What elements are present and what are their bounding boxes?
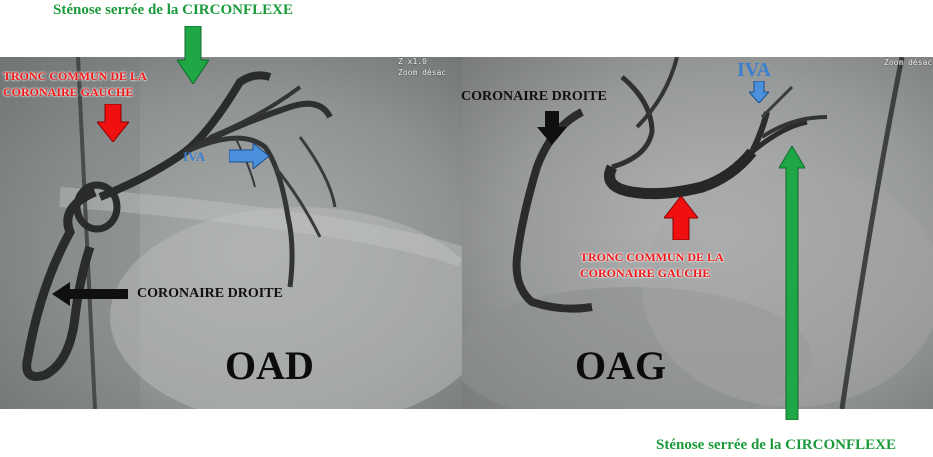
green-arrow-up-icon bbox=[779, 146, 805, 420]
view-label-oad: OAD bbox=[225, 343, 314, 388]
angiogram-oag-image bbox=[462, 57, 933, 409]
tronc-label-right-line2: CORONAIRE GAUCHE bbox=[580, 266, 711, 280]
tronc-label-left-line1: TRONC COMMUN DE LA bbox=[3, 69, 147, 83]
angiogram-oag-panel bbox=[462, 57, 933, 409]
coronaire-droite-label-right: CORONAIRE DROITE bbox=[461, 89, 607, 104]
black-arrow-left-icon bbox=[52, 282, 128, 306]
coronaire-droite-label-left: CORONAIRE DROITE bbox=[137, 286, 283, 301]
tronc-label-left-line2: CORONAIRE GAUCHE bbox=[3, 85, 134, 99]
tronc-label-right-line1: TRONC COMMUN DE LA bbox=[580, 250, 724, 264]
zoom-status-corner: Zoom désac bbox=[884, 58, 933, 67]
zoom-status-readout: Zoom désac bbox=[398, 68, 447, 77]
stenosis-label-bottom: Sténose serrée de la CIRCONFLEXE bbox=[656, 437, 896, 453]
green-arrow-down-icon bbox=[177, 26, 209, 84]
blue-arrow-down-icon bbox=[749, 81, 769, 103]
red-arrow-down-icon bbox=[97, 104, 129, 142]
zoom-factor-readout: Z x1.0 bbox=[398, 57, 427, 66]
iva-label-left: IVA bbox=[183, 149, 206, 164]
view-label-oag: OAG bbox=[575, 343, 667, 388]
black-arrow-down-icon bbox=[537, 111, 567, 145]
iva-label-right: IVA bbox=[737, 59, 772, 81]
red-arrow-up-icon bbox=[664, 196, 698, 240]
blue-arrow-right-icon bbox=[229, 143, 269, 169]
stenosis-label-top: Sténose serrée de la CIRCONFLEXE bbox=[53, 2, 293, 18]
